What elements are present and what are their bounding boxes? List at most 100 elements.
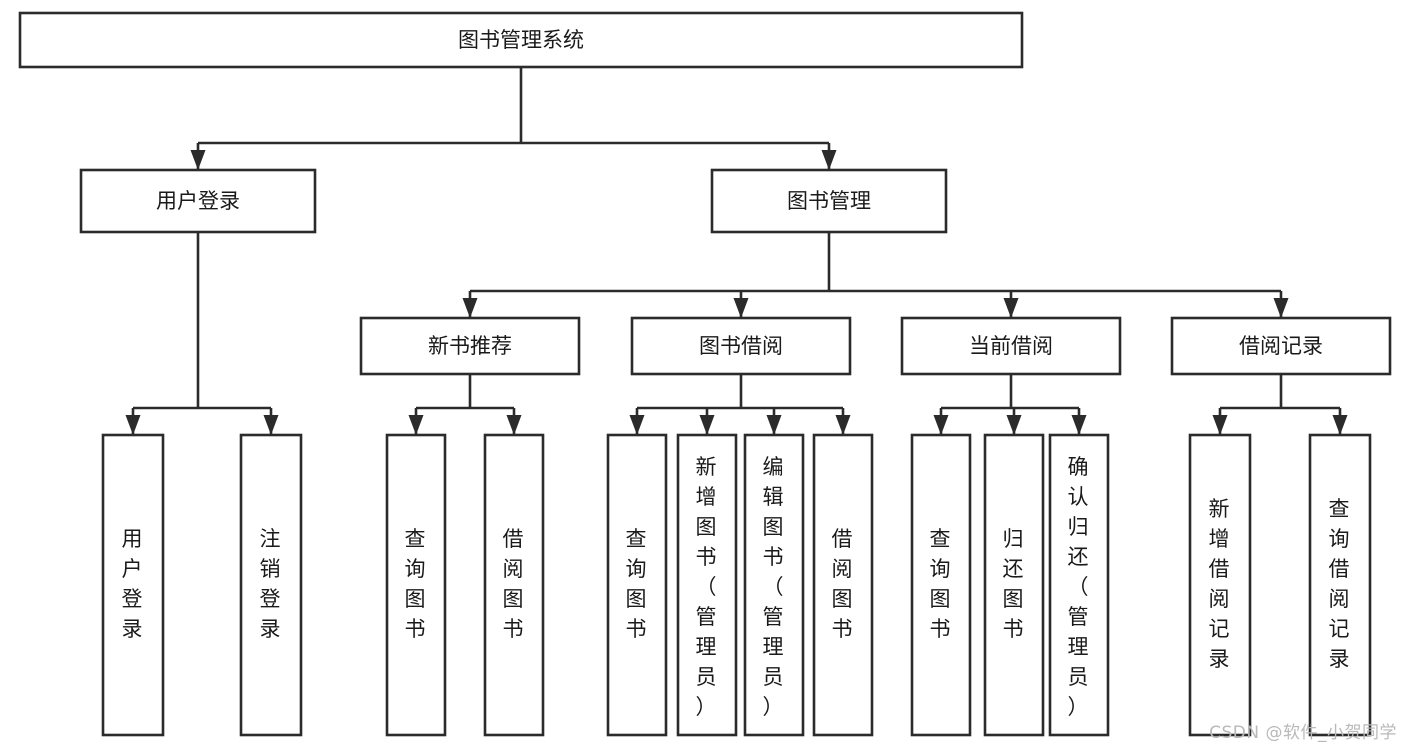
node-label-char: （ <box>696 575 719 599</box>
node-leaf-user-login[interactable]: 用户登录 <box>101 433 165 737</box>
node-borrow-record[interactable]: 借阅记录 <box>1170 316 1392 376</box>
node-label-char: 书 <box>1003 617 1026 641</box>
node-label-char: 管 <box>763 605 786 629</box>
node-label-char: 理 <box>696 635 719 659</box>
nodes-layer: 图书管理系统用户登录图书管理新书推荐图书借阅当前借阅借阅记录用户登录注销登录查询… <box>18 11 1392 737</box>
node-box-leaf-borrow-book-2[interactable] <box>812 433 874 737</box>
node-box-leaf-return-book[interactable] <box>983 433 1045 737</box>
arrow-head-icon <box>821 150 837 170</box>
node-box-leaf-query-record[interactable] <box>1308 433 1372 737</box>
node-label-char: 新 <box>1209 497 1232 521</box>
node-box-leaf-confirm-return[interactable] <box>1048 433 1110 737</box>
node-label-char: 管 <box>1068 605 1091 629</box>
node-box-book-manage[interactable] <box>710 168 948 234</box>
node-box-leaf-query-book-1[interactable] <box>385 433 447 737</box>
node-label-char: ） <box>763 695 786 719</box>
node-label-char: 借 <box>1329 557 1352 581</box>
node-label-new-book-rec: 新书推荐 <box>428 334 512 358</box>
node-label-char: 书 <box>930 617 953 641</box>
node-root[interactable]: 图书管理系统 <box>18 11 1024 69</box>
node-box-new-book-rec[interactable] <box>359 316 581 376</box>
node-box-leaf-query-book-3[interactable] <box>910 433 972 737</box>
node-label-char: 借 <box>503 527 526 551</box>
node-label-char: 户 <box>122 557 145 581</box>
node-box-leaf-user-login[interactable] <box>101 433 165 737</box>
node-label-char: 查 <box>405 527 428 551</box>
node-label-char: 认 <box>1068 485 1091 509</box>
node-box-leaf-query-book-2[interactable] <box>606 433 668 737</box>
node-label-char: 查 <box>1329 497 1352 521</box>
node-label-char: 询 <box>405 557 428 581</box>
node-label-char: 还 <box>1003 557 1026 581</box>
arrow-head-icon <box>699 415 715 435</box>
node-book-borrow[interactable]: 图书借阅 <box>630 316 852 376</box>
node-label-book-manage: 图书管理 <box>787 189 871 213</box>
node-label-char: 归 <box>1003 527 1026 551</box>
node-label-char: （ <box>763 575 786 599</box>
node-label-char: 用 <box>122 527 145 551</box>
node-box-leaf-add-record[interactable] <box>1188 433 1252 737</box>
arrow-head-icon <box>190 150 206 170</box>
node-label-char: 图 <box>930 587 953 611</box>
node-current-borrow[interactable]: 当前借阅 <box>900 316 1122 376</box>
arrow-head-icon <box>462 298 478 318</box>
arrow-head-icon <box>733 298 749 318</box>
node-label-char: ） <box>696 695 719 719</box>
node-box-borrow-record[interactable] <box>1170 316 1392 376</box>
node-book-manage[interactable]: 图书管理 <box>710 168 948 234</box>
node-user-login[interactable]: 用户登录 <box>79 168 317 234</box>
node-label-char: 新 <box>696 455 719 479</box>
node-label-char: 询 <box>626 557 649 581</box>
arrow-head-icon <box>835 415 851 435</box>
node-label-char: 书 <box>503 617 526 641</box>
arrow-head-icon <box>1212 415 1228 435</box>
arrow-head-icon <box>125 415 141 435</box>
node-box-current-borrow[interactable] <box>900 316 1122 376</box>
node-box-leaf-borrow-book-1[interactable] <box>483 433 545 737</box>
node-label-char: 阅 <box>1209 587 1232 611</box>
node-label-char: ） <box>1068 695 1091 719</box>
node-box-book-borrow[interactable] <box>630 316 852 376</box>
node-label-char: 阅 <box>503 557 526 581</box>
node-box-user-login[interactable] <box>79 168 317 234</box>
node-label-char: 查 <box>626 527 649 551</box>
arrow-head-icon <box>263 415 279 435</box>
arrow-head-icon <box>1273 298 1289 318</box>
node-label-char: 增 <box>696 485 719 509</box>
node-new-book-rec[interactable]: 新书推荐 <box>359 316 581 376</box>
node-label-char: 理 <box>1068 635 1091 659</box>
node-label-char: 理 <box>763 635 786 659</box>
arrow-head-icon <box>1071 415 1087 435</box>
node-label-char: 员 <box>1068 665 1091 689</box>
node-box-leaf-user-logout[interactable] <box>239 433 303 737</box>
node-box-root[interactable] <box>18 11 1024 69</box>
node-label-user-login: 用户登录 <box>156 189 240 213</box>
node-label-char: 书 <box>696 545 719 569</box>
node-label-char: 图 <box>626 587 649 611</box>
node-label-char: 询 <box>1329 527 1352 551</box>
node-label-char: 阅 <box>832 557 855 581</box>
node-label-char: 图 <box>503 587 526 611</box>
node-label-char: 书 <box>832 617 855 641</box>
node-label-char: 书 <box>763 545 786 569</box>
node-label-char: 登 <box>260 587 283 611</box>
node-box-leaf-edit-book[interactable] <box>743 433 805 737</box>
node-label-char: 员 <box>696 665 719 689</box>
arrow-head-icon <box>408 415 424 435</box>
node-label-char: 辑 <box>763 485 786 509</box>
node-box-leaf-add-book[interactable] <box>676 433 738 737</box>
